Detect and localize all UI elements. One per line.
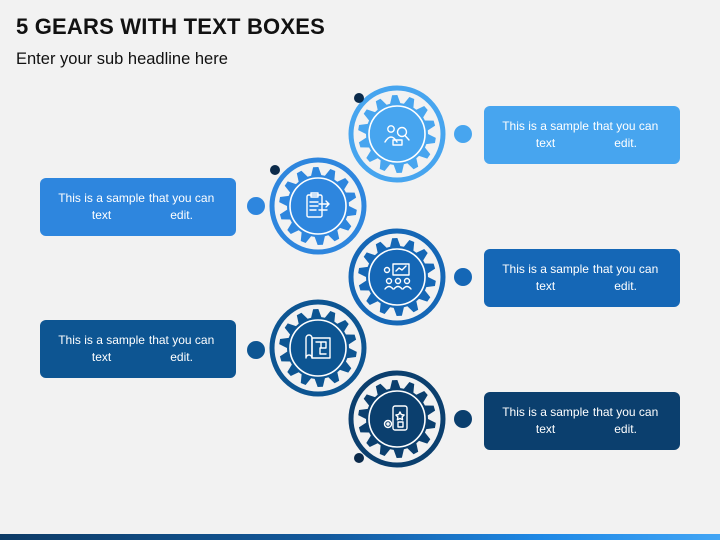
gear-2-connector-dot xyxy=(247,197,265,215)
clipboard-arrow-icon xyxy=(306,192,330,218)
text-box-2[interactable]: This is a sample text that you can edit. xyxy=(40,178,236,236)
gear-1-connector-dot xyxy=(454,125,472,143)
text-box-4[interactable]: This is a sample text that you can edit. xyxy=(40,320,236,378)
gear-1-inner-ring xyxy=(368,105,426,163)
text-box-1[interactable]: This is a sample text that you can edit. xyxy=(484,106,680,164)
gear-1-arc-end-dot xyxy=(354,93,364,103)
blueprint-icon xyxy=(305,334,331,359)
gear-4-inner-ring xyxy=(289,319,347,377)
bottom-accent-bar xyxy=(0,534,720,540)
gear-4-connector-dot xyxy=(247,341,265,359)
page-title: 5 GEARS WITH TEXT BOXES xyxy=(16,14,325,39)
gear-4 xyxy=(247,299,367,397)
gear-3-outer-ring xyxy=(348,228,446,326)
gear-4-outer-ring xyxy=(269,299,367,397)
text-box-1-line-2: that you can edit. xyxy=(592,119,659,150)
text-box-5-line-1: This is a sample text xyxy=(502,405,589,436)
text-box-3-line-1: This is a sample text xyxy=(502,262,589,293)
gears-layer xyxy=(247,85,472,468)
gear-3 xyxy=(348,228,472,326)
gear-1-outer-ring xyxy=(348,85,446,183)
gear-5 xyxy=(348,370,472,468)
text-box-1-line-1: This is a sample text xyxy=(502,119,589,150)
gear-3-inner-ring xyxy=(368,248,426,306)
text-box-5[interactable]: This is a sample text that you can edit. xyxy=(484,392,680,450)
gear-3-connector-dot xyxy=(454,268,472,286)
gear-5-inner-ring xyxy=(368,390,426,448)
gear-2-outer-ring xyxy=(269,157,367,255)
gear-2-arc-end-dot xyxy=(270,165,280,175)
gear-2 xyxy=(247,157,367,255)
text-box-4-line-1: This is a sample text xyxy=(58,333,145,364)
gear-5-connector-dot xyxy=(454,410,472,428)
text-box-2-line-2: that you can edit. xyxy=(148,191,215,222)
text-box-4-line-2: that you can edit. xyxy=(148,333,215,364)
text-box-2-line-1: This is a sample text xyxy=(58,191,145,222)
text-box-3-line-2: that you can edit. xyxy=(592,262,659,293)
text-box-3[interactable]: This is a sample text that you can edit. xyxy=(484,249,680,307)
gear-2-inner-ring xyxy=(289,177,347,235)
team-search-icon xyxy=(384,125,410,146)
gear-5-arc-end-dot xyxy=(354,453,364,463)
team-presentation-icon xyxy=(383,263,412,290)
mobile-settings-icon xyxy=(383,405,408,431)
gear-1 xyxy=(348,85,472,183)
gear-5-outer-ring xyxy=(348,370,446,468)
text-box-5-line-2: that you can edit. xyxy=(592,405,659,436)
page-subtitle: Enter your sub headline here xyxy=(16,50,228,68)
